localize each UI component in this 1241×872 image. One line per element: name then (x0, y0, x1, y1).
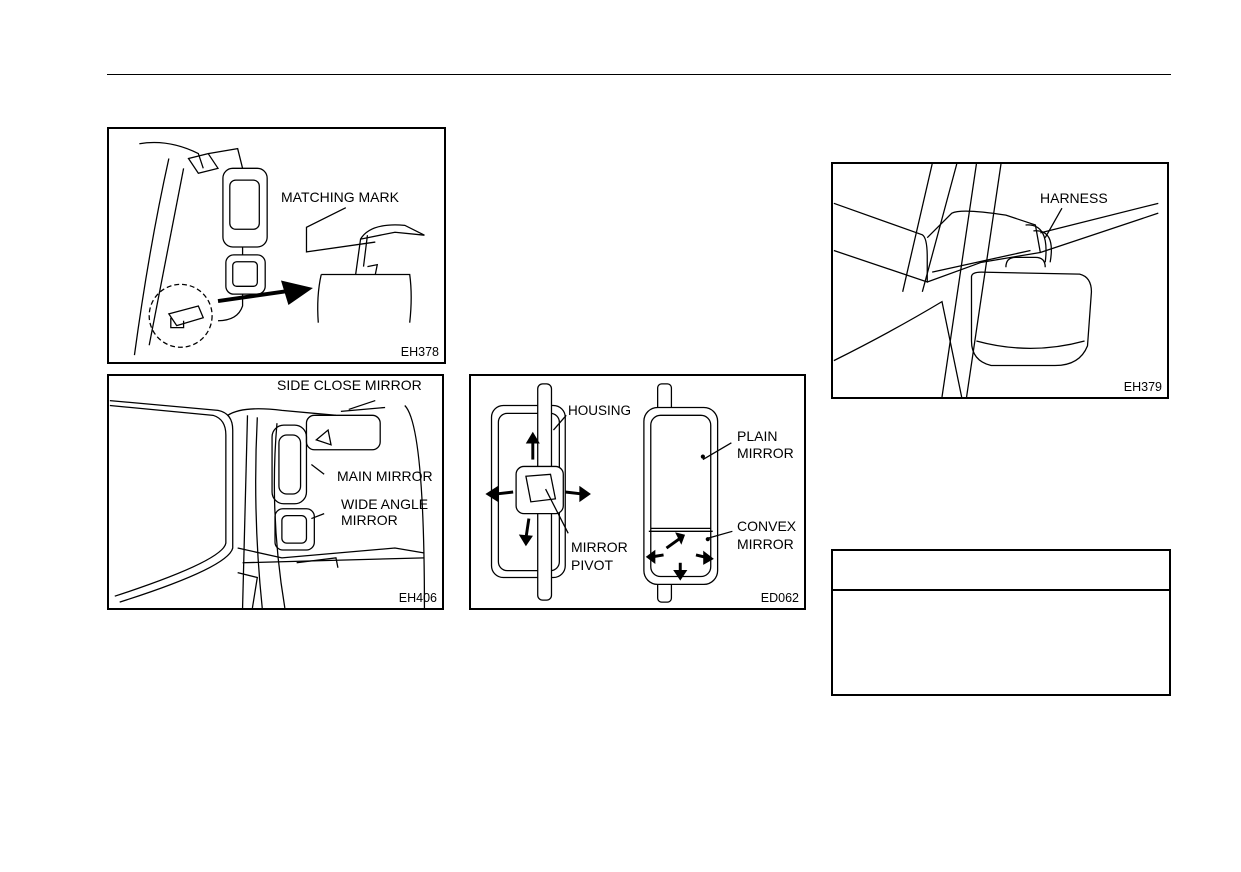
figure-ed062: HOUSING MIRROR PIVOT PLAIN MIRROR CONVEX… (469, 374, 806, 610)
label-side-close-mirror: SIDE CLOSE MIRROR (277, 377, 422, 393)
label-convex-mirror: CONVEX MIRROR (737, 518, 797, 552)
label-matching-mark: MATCHING MARK (281, 189, 399, 205)
cab-mirrors-illustration (109, 399, 426, 608)
label-mirror-pivot: MIRROR PIVOT (571, 539, 628, 573)
label-housing: HOUSING (568, 403, 632, 418)
figure-eh406: SIDE CLOSE MIRROR MAIN MIRROR WIDE ANGLE… (107, 374, 444, 610)
matching-mark-illustration (133, 141, 425, 356)
label-harness: HARNESS (1040, 190, 1108, 206)
figure-code: EH406 (398, 591, 437, 605)
figure-code: EH378 (400, 345, 439, 359)
mirror-adjustment-illustration (485, 383, 733, 603)
notice-box (831, 549, 1171, 696)
label-wide-angle-mirror: WIDE ANGLE MIRROR (341, 496, 429, 528)
figure-eh378: MATCHING MARK EH378 (107, 127, 446, 364)
label-plain-mirror: PLAIN MIRROR (737, 428, 794, 461)
figure-code: ED062 (760, 591, 799, 605)
figure-code: EH379 (1123, 380, 1162, 394)
harness-illustration (833, 164, 1159, 397)
header-rule (107, 74, 1171, 75)
label-main-mirror: MAIN MIRROR (337, 468, 433, 484)
figure-eh379: HARNESS EH379 (831, 162, 1169, 399)
notice-box-header (833, 551, 1169, 591)
